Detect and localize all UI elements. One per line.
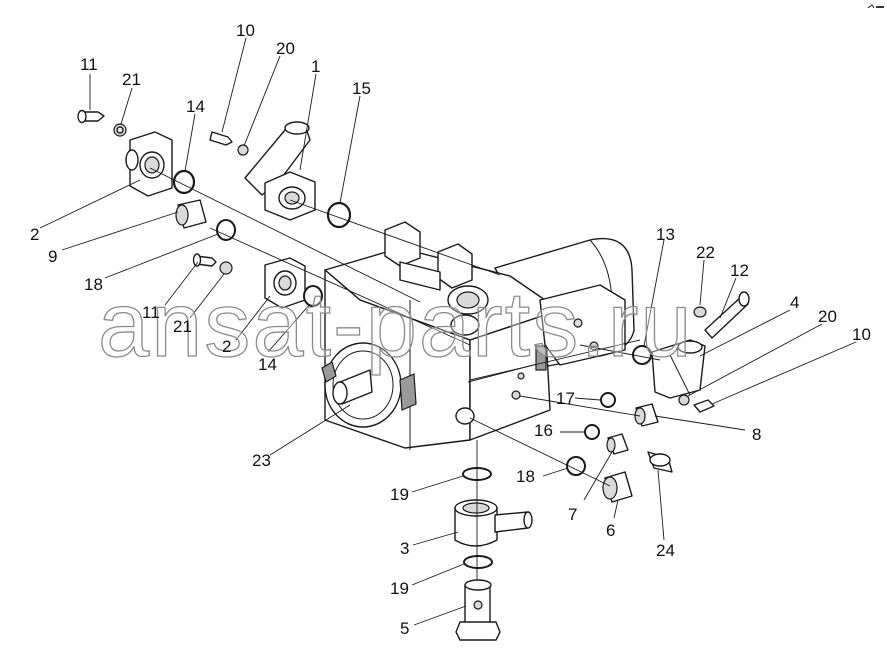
washer-21-middle <box>219 261 233 275</box>
callout-16: 16 <box>534 421 553 440</box>
leader-lines <box>39 37 857 626</box>
flange-1 <box>264 171 316 221</box>
callout-21: 21 <box>122 70 141 89</box>
callout-4: 4 <box>790 293 799 312</box>
callout-19: 19 <box>390 485 409 504</box>
bolt-12 <box>704 291 750 339</box>
callout-7: 7 <box>568 505 577 524</box>
bolt-11-upper <box>77 109 105 124</box>
elbow-1 <box>244 121 311 196</box>
watermark-text: ansat-parts.ru <box>98 274 694 376</box>
callout-13: 13 <box>656 225 675 244</box>
plug-24 <box>647 451 673 473</box>
o-ring-18-upper <box>216 219 236 241</box>
callout-14: 14 <box>186 97 205 116</box>
flange-2-upper <box>125 131 173 197</box>
callout-15: 15 <box>352 79 371 98</box>
washer-20-right <box>678 394 690 406</box>
callout-19: 19 <box>390 579 409 598</box>
callout-23: 23 <box>252 451 271 470</box>
callout-2: 2 <box>222 337 231 356</box>
o-ring-16 <box>584 424 600 440</box>
bolt-10-right <box>693 399 715 413</box>
callout-11: 11 <box>142 303 160 322</box>
o-ring-19-lower <box>463 555 493 569</box>
callout-12: 12 <box>730 261 749 280</box>
callout-14: 14 <box>258 355 277 374</box>
washer-22 <box>693 306 707 318</box>
callout-labels: 11 21 10 20 1 15 14 2 9 18 11 21 2 14 23… <box>30 21 871 638</box>
callout-20: 20 <box>276 39 295 58</box>
callout-8: 8 <box>752 425 761 444</box>
washer-21-upper <box>113 123 127 137</box>
corner-logo <box>867 4 884 9</box>
o-ring-18-lower <box>566 456 586 476</box>
callout-18: 18 <box>516 467 535 486</box>
o-ring-14-middle <box>303 285 323 307</box>
callout-5: 5 <box>400 619 409 638</box>
callout-17: 17 <box>556 389 575 408</box>
flange-2-middle <box>264 257 306 309</box>
o-ring-14-upper <box>172 169 196 195</box>
bolt-11-middle <box>192 253 217 267</box>
callout-2: 2 <box>30 225 39 244</box>
bolt-10-upper <box>209 131 233 146</box>
fitting-8 <box>634 403 659 427</box>
elbow-4 <box>651 339 706 399</box>
tee-3 <box>454 499 533 547</box>
callout-6: 6 <box>606 521 615 540</box>
callout-10: 10 <box>236 21 255 40</box>
callout-9: 9 <box>48 247 57 266</box>
callout-11: 11 <box>80 55 98 74</box>
callout-10: 10 <box>852 325 871 344</box>
fitting-6 <box>602 471 633 503</box>
adapter-5 <box>455 579 501 641</box>
washer-20-upper <box>237 144 249 156</box>
callout-18: 18 <box>84 275 103 294</box>
fitting-9 <box>175 199 207 229</box>
callout-20: 20 <box>818 307 837 326</box>
o-ring-17 <box>600 392 616 408</box>
callout-24: 24 <box>656 541 675 560</box>
callout-21: 21 <box>173 317 192 336</box>
fitting-7 <box>606 433 629 455</box>
callout-1: 1 <box>311 57 320 76</box>
o-ring-15 <box>326 201 352 229</box>
callout-3: 3 <box>400 539 409 558</box>
callout-22: 22 <box>696 243 715 262</box>
